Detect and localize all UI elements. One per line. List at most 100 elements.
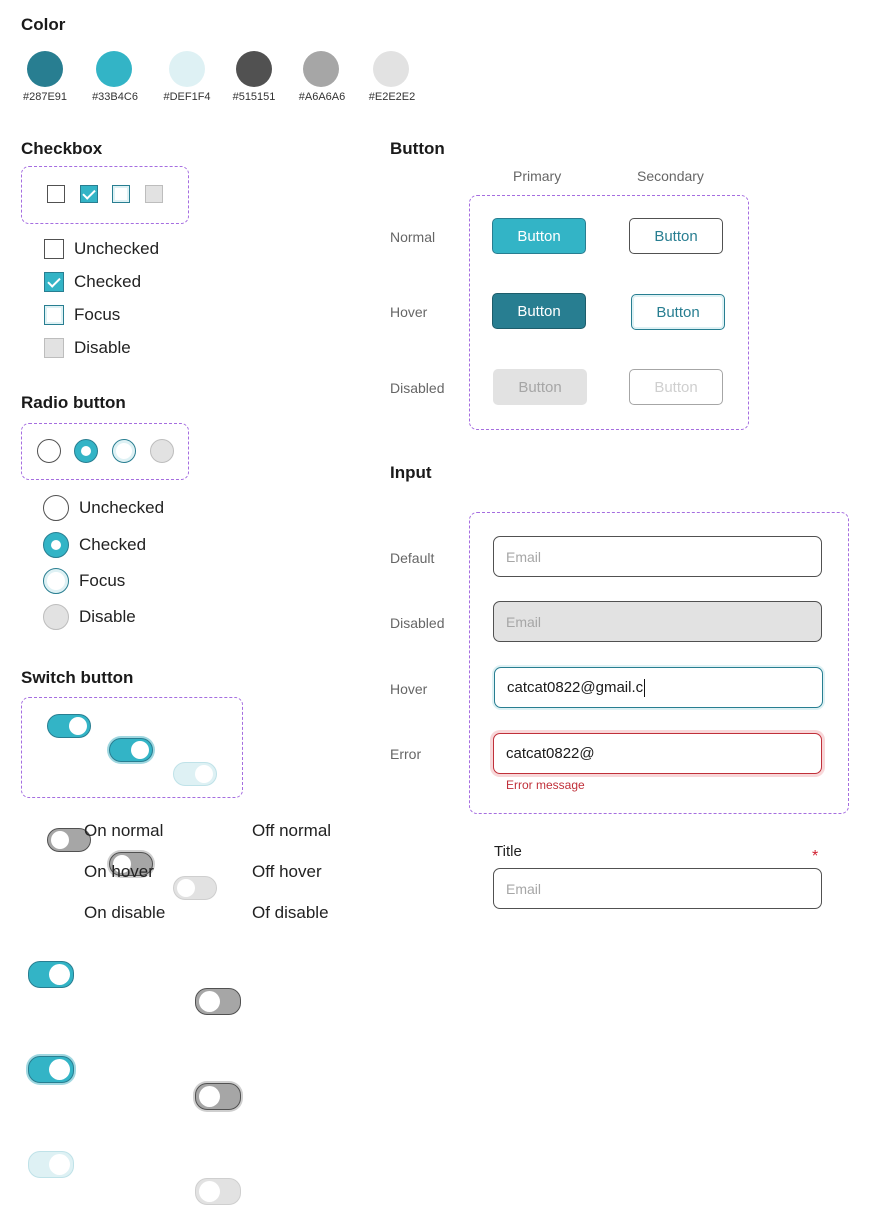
switch-label: On normal [84,821,164,840]
input-placeholder: Email [506,613,542,630]
checkbox-variants-frame [21,166,189,224]
email-input-default[interactable]: Email [493,536,822,577]
switch-label: On disable [84,903,166,922]
radio-unchecked[interactable] [37,439,61,463]
radio-label: Disable [79,607,136,626]
switch-variants-frame [21,697,243,798]
row-label-disabled: Disabled [390,615,445,631]
radio-focus[interactable] [43,568,69,594]
row-label-hover: Hover [390,304,428,320]
color-section-title: Color [21,15,66,34]
switch-knob [69,716,87,735]
button-section-title: Button [390,139,445,158]
switch-off-disabled [173,876,217,900]
radio-checked[interactable] [43,532,69,558]
switch-knob [49,1058,70,1080]
input-placeholder: Email [506,880,542,897]
radio-label: Unchecked [79,498,165,517]
field-title: Title [494,843,522,860]
switch-section-title: Switch button [21,668,134,687]
color-swatch-515151 [236,51,272,87]
primary-button-disabled: Button [493,369,587,405]
switch-knob [195,764,213,783]
switch-label: Off hover [252,862,322,881]
secondary-button-hover[interactable]: Button [631,294,725,330]
row-label-normal: Normal [390,229,436,245]
switch-on-disabled [28,1151,74,1178]
color-hex-label: #DEF1F4 [163,91,211,103]
checkbox-disabled [145,185,163,203]
radio-dot [81,446,91,456]
row-label-error: Error [390,746,422,762]
checkbox-disabled [44,338,64,358]
checkbox-focus[interactable] [44,305,64,325]
radio-disabled [43,604,69,630]
input-value: catcat0822@ [506,745,595,762]
radio-unchecked[interactable] [43,495,69,521]
primary-button-normal[interactable]: Button [492,218,586,254]
switch-knob [49,963,70,985]
row-label-hover: Hover [390,681,428,697]
switch-knob [51,830,69,849]
email-input-error[interactable]: catcat0822@ [493,733,822,774]
switch-off-disabled [195,1178,241,1205]
switch-on-hover[interactable] [109,738,153,762]
switch-knob [131,740,149,759]
color-swatch-a6a6a6 [303,51,339,87]
switch-knob [113,854,131,873]
switch-label: Off normal [252,821,332,840]
radio-label: Focus [79,571,126,590]
switch-knob [199,1180,220,1202]
switch-off-hover[interactable] [109,852,153,876]
secondary-button-normal[interactable]: Button [629,218,723,254]
email-input-titled[interactable]: Email [493,868,822,909]
secondary-button-disabled: Button [629,369,723,405]
switch-knob [49,1153,70,1175]
radio-label: Checked [79,535,147,554]
email-input-disabled: Email [493,601,822,642]
input-variants-frame [469,512,849,814]
checkbox-unchecked[interactable] [47,185,65,203]
radio-variants-frame [21,423,189,480]
radio-checked[interactable] [74,439,98,463]
radio-disabled [150,439,174,463]
email-input-hover[interactable]: catcat0822@gmail.c [494,667,823,708]
switch-on-normal[interactable] [47,714,91,738]
checkbox-checked[interactable] [80,185,98,203]
color-swatch-e2e2e2 [373,51,409,87]
switch-off-hover[interactable] [195,1083,241,1110]
input-placeholder: Email [506,548,542,565]
color-swatch-287e91 [27,51,63,87]
color-swatch-33b4c6 [96,51,132,87]
primary-button-hover[interactable]: Button [492,293,586,329]
input-section-title: Input [390,463,432,482]
switch-off-normal[interactable] [47,828,91,852]
switch-on-normal[interactable] [28,961,74,988]
checkbox-checked[interactable] [44,272,64,292]
switch-off-normal[interactable] [195,988,241,1015]
switch-knob [199,990,220,1012]
switch-knob [177,878,195,897]
checkbox-unchecked[interactable] [44,239,64,259]
color-hex-label: #515151 [232,91,276,103]
button-variants-frame [469,195,749,430]
switch-on-hover[interactable] [28,1056,74,1083]
required-asterisk: * [812,848,819,865]
checkbox-label: Disable [74,338,131,357]
color-hex-label: #287E91 [22,91,68,103]
row-label-default: Default [390,550,435,566]
row-label-disabled: Disabled [390,380,445,396]
color-hex-label: #E2E2E2 [368,91,416,103]
checkbox-section-title: Checkbox [21,139,103,158]
checkbox-label: Focus [74,305,121,324]
column-header-primary: Primary [513,168,562,184]
text-cursor [644,678,646,697]
radio-dot [51,540,61,550]
check-icon [82,185,96,200]
error-message: Error message [506,778,585,792]
radio-focus[interactable] [112,439,136,463]
switch-label: Of disable [252,903,329,922]
color-swatch-def1f4 [169,51,205,87]
checkbox-focus[interactable] [112,185,130,203]
color-hex-label: #33B4C6 [92,91,138,103]
